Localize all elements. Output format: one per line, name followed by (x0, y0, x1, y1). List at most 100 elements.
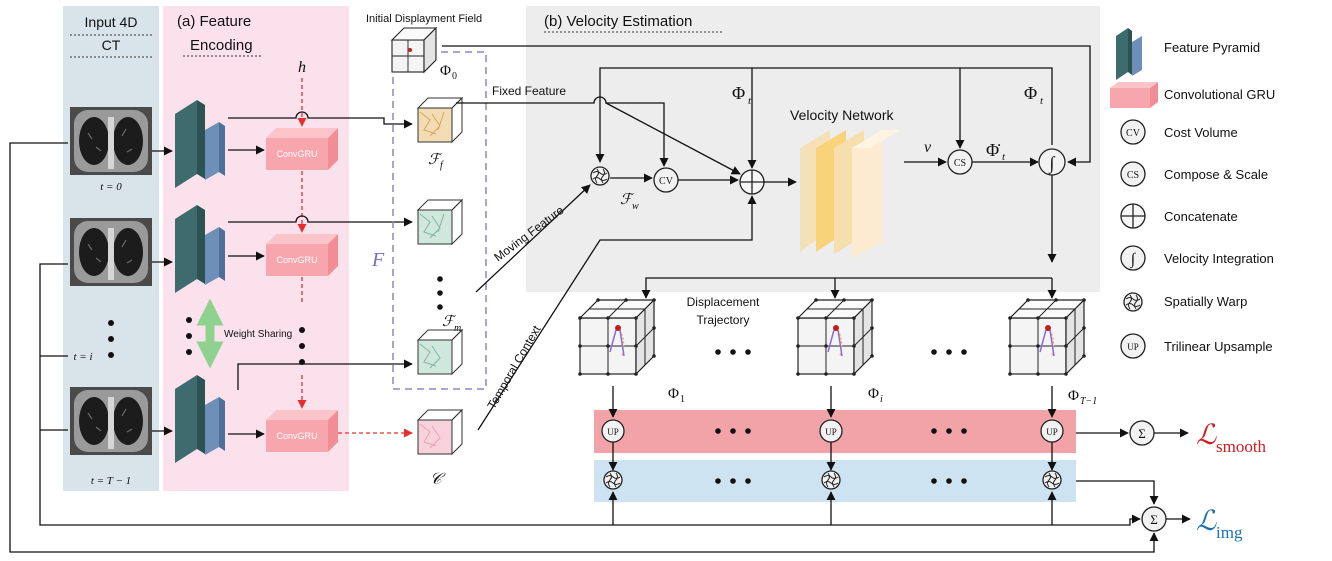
svg-text:UP: UP (607, 427, 619, 437)
hidden-state-label: h (298, 59, 306, 76)
fixed-feature-label: Fixed Feature (492, 84, 566, 98)
convgru-block-1: ConvGRU (266, 234, 338, 276)
fixed-feature-symbol: ℱ (428, 152, 443, 168)
image-ellipsis (715, 478, 967, 484)
last-feature-cube (417, 329, 463, 375)
temporal-context-label: Temporal Context (484, 322, 543, 411)
svg-text:∫: ∫ (1130, 251, 1137, 269)
phit-symbol-right: Φ (1024, 83, 1037, 103)
phi0-symbol: Φ (440, 63, 451, 79)
convgru-icon (1110, 82, 1158, 108)
svg-text:Velocity Integration: Velocity Integration (1164, 251, 1274, 266)
encoding-title-line1: (a) Feature (177, 13, 251, 30)
encoding-title-line2: Encoding (190, 37, 253, 54)
gru-ellipsis (299, 327, 305, 365)
convgru-block-last: ConvGRU (266, 410, 338, 452)
warped-feature-symbol: ℱ (620, 192, 635, 208)
svg-text:UP: UP (1127, 342, 1139, 352)
svg-text:img: img (1216, 523, 1243, 542)
svg-text:0: 0 (452, 71, 457, 82)
svg-text:Trilinear Upsample: Trilinear Upsample (1164, 339, 1273, 354)
svg-text:f: f (440, 160, 444, 171)
phiT-symbol: Φ (1068, 388, 1079, 404)
ct-slice-0 (69, 106, 153, 176)
svg-text:UP: UP (1046, 427, 1058, 437)
phi1-symbol: Φ (668, 386, 679, 402)
svg-text:∫: ∫ (1049, 153, 1056, 174)
svg-text:Concatenate: Concatenate (1164, 209, 1238, 224)
time-label-last: t = T − 1 (91, 475, 131, 487)
input-title-line2: CT (102, 37, 121, 53)
svg-text:i: i (880, 394, 883, 405)
svg-text:CV: CV (659, 176, 674, 187)
smooth-ellipsis (715, 428, 967, 434)
svg-text:Convolutional GRU: Convolutional GRU (1164, 87, 1275, 102)
svg-text:m: m (454, 323, 461, 334)
warp-node-i (821, 470, 841, 490)
warp-node (590, 166, 610, 186)
trajectory-label-line2: Trajectory (697, 313, 750, 327)
image-loss-label: ℒ (1196, 506, 1217, 537)
upsample-node-last: UP (1040, 419, 1064, 443)
time-label-i: t = i (73, 351, 92, 363)
svg-text:CS: CS (1127, 170, 1139, 181)
svg-text:Feature Pyramid: Feature Pyramid (1164, 40, 1260, 55)
svg-text:Cost Volume: Cost Volume (1164, 125, 1238, 140)
compose-scale-icon: CS (1120, 161, 1146, 187)
velocity-network-label: Velocity Network (790, 107, 894, 123)
trilinear-upsample-icon: UP (1120, 333, 1146, 359)
svg-text:CV: CV (1126, 128, 1141, 139)
svg-text:ConvGRU: ConvGRU (276, 149, 317, 159)
cost-volume-icon: CV (1120, 119, 1146, 145)
concatenate-icon (1120, 203, 1146, 229)
convgru-block-0: ConvGRU (266, 128, 338, 170)
fixed-feature-cube (417, 97, 463, 143)
input-ellipsis (108, 320, 114, 358)
initial-field-label: Initial Displayment Field (366, 13, 482, 25)
input-title-line1: Input 4D (85, 14, 138, 30)
svg-text:ConvGRU: ConvGRU (276, 255, 317, 265)
encoder-ellipsis (186, 317, 192, 355)
svg-text:t: t (1040, 95, 1044, 107)
svg-text:w: w (632, 201, 639, 212)
svg-text:UP: UP (825, 427, 837, 437)
feature-ellipsis (437, 276, 443, 310)
context-symbol: 𝒞 (430, 471, 446, 488)
phidot-symbol: Φ̇ (986, 140, 1000, 160)
trajectory-ellipsis-2 (931, 349, 967, 355)
svg-text:T−1: T−1 (1080, 396, 1097, 407)
upsample-node-i: UP (819, 419, 843, 443)
ct-slice-last (69, 386, 153, 456)
svg-text:CS: CS (954, 158, 966, 169)
temporal-context-cube (417, 409, 463, 455)
concatenate-node (739, 169, 765, 195)
moving-feature-symbol: ℱ (442, 314, 457, 330)
svg-text:Σ: Σ (1150, 512, 1158, 527)
displacement-cube-i (795, 297, 875, 377)
displacement-cube-last (1007, 297, 1087, 377)
svg-text:t: t (1002, 151, 1006, 163)
velocity-symbol: v (924, 139, 932, 156)
warp-node-last (1042, 470, 1062, 490)
initial-displacement-cube (390, 26, 438, 74)
moving-feature-cube (417, 199, 463, 245)
velocity-network-block (800, 130, 900, 258)
velocity-integration-icon: ∫ (1120, 245, 1146, 271)
smooth-loss-label: ℒ (1196, 420, 1217, 451)
feature-pyramid-icon (1116, 28, 1142, 80)
svg-text:Spatially Warp: Spatially Warp (1164, 294, 1247, 309)
phi0-to-integration (442, 45, 1091, 167)
trajectory-label-line1: Displacement (687, 295, 760, 309)
ct-slice-1 (69, 217, 153, 287)
time-label-0: t = 0 (100, 181, 122, 193)
upsample-node-1: UP (601, 419, 625, 443)
svg-text:Compose & Scale: Compose & Scale (1164, 167, 1268, 182)
svg-text:1: 1 (680, 394, 685, 405)
svg-text:ConvGRU: ConvGRU (276, 431, 317, 441)
warp-node-1 (603, 470, 623, 490)
displacement-cube-1 (577, 297, 657, 377)
legend: Feature Pyramid Convolutional GRU CV Cos… (1110, 28, 1275, 359)
weight-sharing-label: Weight Sharing (224, 329, 292, 340)
spatial-warp-icon (1123, 292, 1143, 312)
